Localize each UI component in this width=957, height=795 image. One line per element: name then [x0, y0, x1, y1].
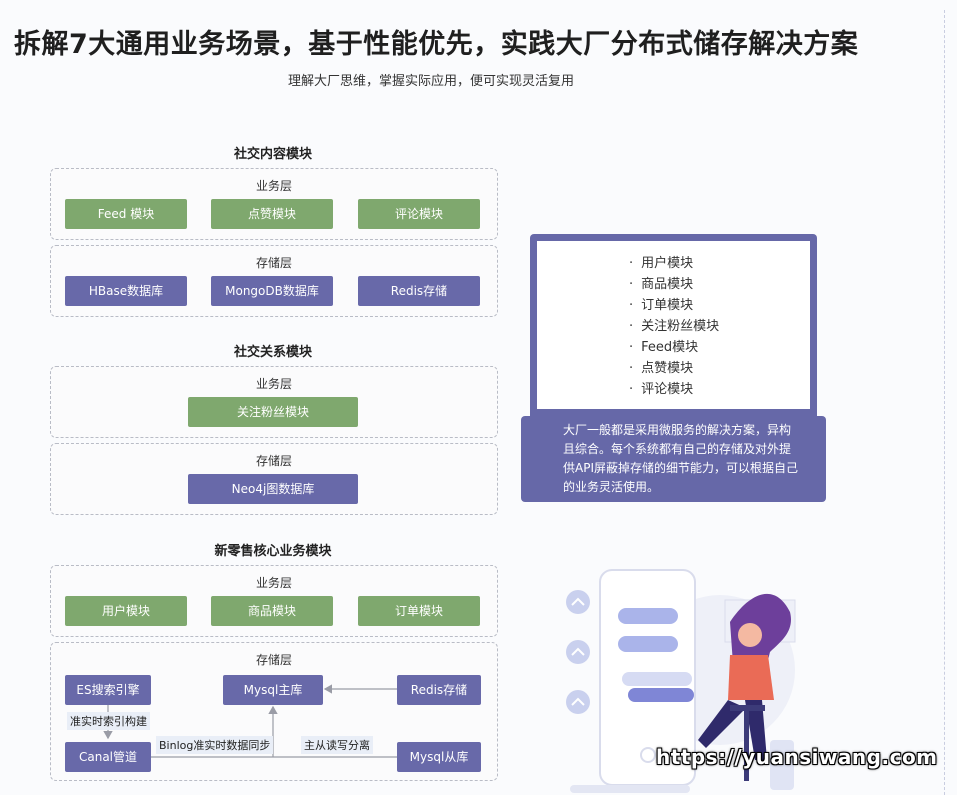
list-item: ·点赞模块: [629, 361, 694, 376]
business-layer-label: 业务层: [255, 179, 292, 193]
list-item: ·商品模块: [629, 277, 694, 292]
retail-title: 新零售核心业务模块: [214, 544, 332, 559]
note-box: 大厂一般都是采用微服务的解决方案，异构且综合。每个系统都有自己的存储及对外提供A…: [521, 416, 826, 502]
redis-storage: Redis存储: [397, 675, 481, 705]
social-content-title: 社交内容模块: [233, 147, 312, 162]
social-content-business-layer: 业务层 Feed 模块 点赞模块 评论模块: [50, 168, 498, 240]
neo4j-graph-database: Neo4j图数据库: [188, 474, 358, 504]
list-item: ·Feed模块: [629, 340, 699, 355]
binlog-sync-tag: Binlog准实时数据同步: [156, 736, 274, 754]
order-module: 订单模块: [358, 596, 480, 626]
list-item: ·关注粉丝模块: [629, 319, 720, 334]
read-write-split-tag: 主从读写分离: [301, 736, 373, 754]
business-layer-label: 业务层: [255, 576, 292, 590]
user-module: 用户模块: [65, 596, 187, 626]
list-item: ·用户模块: [629, 256, 694, 271]
retail-business-layer: 业务层 用户模块 商品模块 订单模块: [50, 565, 498, 637]
follow-fans-module: 关注粉丝模块: [188, 397, 358, 427]
list-item: ·评论模块: [629, 382, 694, 397]
mysql-master: Mysql主库: [223, 675, 323, 705]
note-text: 大厂一般都是采用微服务的解决方案，异构且综合。每个系统都有自己的存储及对外提供A…: [563, 423, 798, 494]
redis-storage: Redis存储: [358, 276, 480, 306]
watermark-url: https://yuansiwang.com: [656, 745, 938, 769]
social-relation-title: 社交关系模块: [233, 345, 312, 360]
index-build-tag: 准实时索引构建: [67, 712, 150, 730]
social-content-storage-layer: 存储层 HBase数据库 MongoDB数据库 Redis存储: [50, 245, 498, 317]
hbase-database: HBase数据库: [65, 276, 187, 306]
list-item: ·订单模块: [629, 298, 694, 313]
like-module: 点赞模块: [211, 199, 333, 229]
social-relation-storage-layer: 存储层 Neo4j图数据库: [50, 443, 498, 515]
person-phone-illustration: [566, 569, 796, 793]
mysql-slave: Mysql从库: [397, 742, 481, 772]
mongodb-database: MongoDB数据库: [211, 276, 333, 306]
storage-layer-label: 存储层: [255, 256, 292, 270]
comment-module: 评论模块: [358, 199, 480, 229]
page-divider: [944, 10, 945, 795]
social-relation-business-layer: 业务层 关注粉丝模块: [50, 366, 498, 438]
product-module: 商品模块: [211, 596, 333, 626]
storage-layer-label: 存储层: [255, 454, 292, 468]
es-search-engine: ES搜索引擎: [65, 675, 151, 705]
business-layer-label: 业务层: [255, 377, 292, 391]
monitor-screen: ·用户模块 ·商品模块 ·订单模块 ·关注粉丝模块 ·Feed模块 ·点赞模块 …: [537, 241, 810, 409]
page-subtitle: 理解大厂思维，掌握实际应用，便可实现灵活复用: [288, 74, 575, 89]
retail-storage-layer: 存储层 ES搜索引擎 Mysql主库 Redis存储 Canal管道 Mysql…: [50, 642, 498, 781]
feed-module: Feed 模块: [65, 199, 187, 229]
module-list: ·用户模块 ·商品模块 ·订单模块 ·关注粉丝模块 ·Feed模块 ·点赞模块 …: [629, 253, 719, 400]
page-title: 拆解7大通用业务场景，基于性能优先，实践大厂分布式储存解决方案: [14, 29, 859, 60]
canal-pipeline: Canal管道: [65, 742, 151, 772]
storage-layer-label: 存储层: [255, 653, 292, 667]
